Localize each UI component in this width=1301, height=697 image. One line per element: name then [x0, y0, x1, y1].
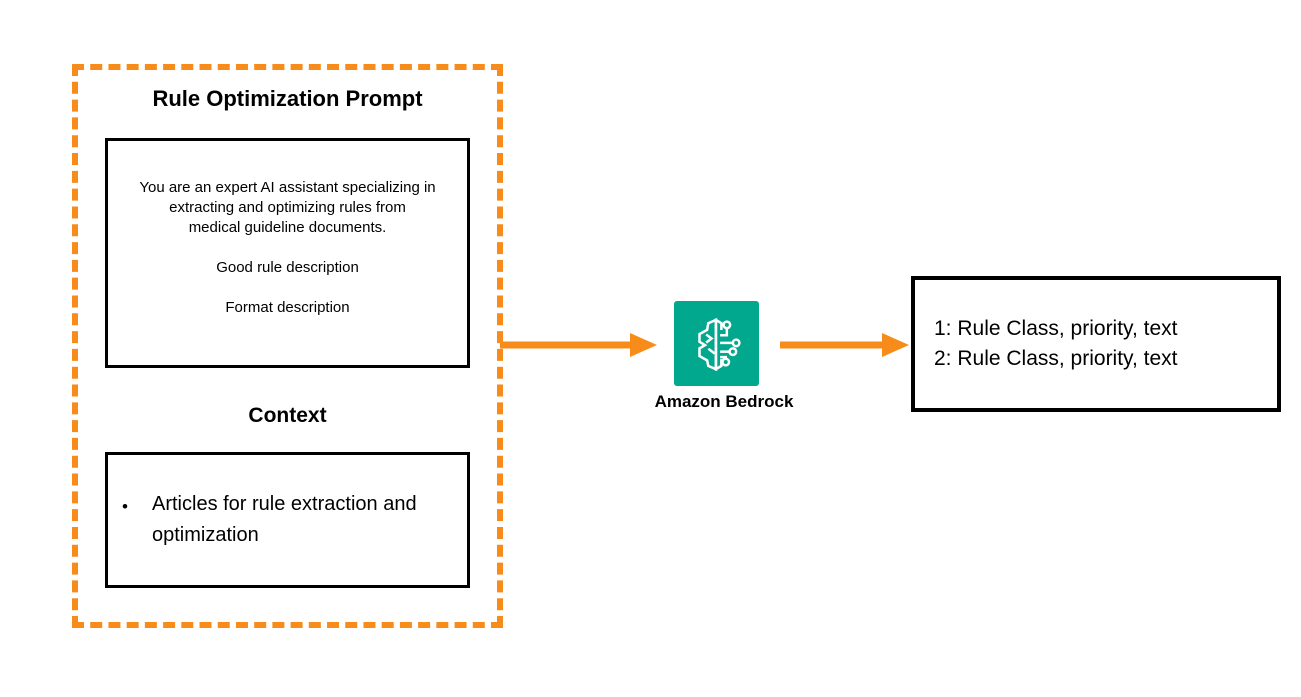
context-box: • Articles for rule extraction and optim…	[105, 452, 470, 588]
prompt-system-text-line: medical guideline documents.	[188, 219, 387, 236]
arrow-bedrock-to-output-icon	[780, 333, 909, 357]
amazon-bedrock-label: Amazon Bedrock	[654, 392, 794, 411]
prompt-group-container: Rule Optimization Prompt You are an expe…	[72, 64, 503, 628]
amazon-bedrock-icon	[674, 301, 759, 386]
prompt-system-text-line: extracting and optimizing rules from	[169, 199, 406, 216]
prompt-system-text: You are an expert AI assistant specializ…	[110, 178, 466, 238]
context-bullet-item: • Articles for rule extraction and optim…	[108, 489, 440, 551]
prompt-system-text-line: You are an expert AI assistant specializ…	[139, 179, 436, 196]
bullet-icon: •	[122, 497, 128, 516]
prompt-group-title: Rule Optimization Prompt	[152, 86, 423, 111]
output-rule-line: 2: Rule Class, priority, text	[934, 347, 1178, 370]
context-bullet-text: Articles for rule extraction and optimiz…	[152, 493, 417, 546]
output-rule-line: 1: Rule Class, priority, text	[934, 317, 1178, 340]
arrow-prompt-to-bedrock-icon	[500, 333, 657, 357]
brain-circuit-glyph	[697, 317, 741, 371]
prompt-good-rule-text: Good rule description	[216, 259, 359, 276]
output-box: 1: Rule Class, priority, text 2: Rule Cl…	[911, 276, 1281, 412]
context-title: Context	[248, 404, 327, 427]
prompt-format-text: Format description	[225, 299, 350, 316]
prompt-box: You are an expert AI assistant specializ…	[105, 138, 470, 368]
